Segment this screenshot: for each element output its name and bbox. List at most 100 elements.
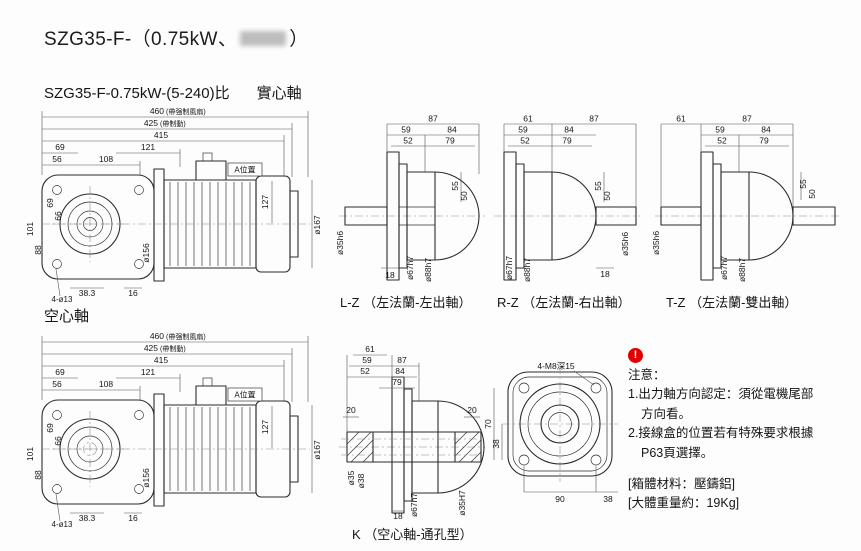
- dim-127: 127: [260, 195, 270, 209]
- lz-shaft-dia: ø35h6: [335, 231, 345, 255]
- a-position-callout: A位置: [227, 162, 263, 177]
- flange-dim-38-left: 38: [491, 439, 501, 449]
- lz-pilot-dia: ø88h7: [423, 258, 433, 282]
- subtitle-shaft-type: 實心軸: [256, 85, 302, 102]
- rz-dim-87: 87: [589, 114, 599, 124]
- k-hollow-shaft: [341, 431, 483, 463]
- dim-66: 66: [53, 436, 63, 446]
- lz-dim-59: 59: [401, 125, 411, 135]
- k-bore-dia: ø35: [346, 470, 356, 485]
- tz-dim-55: 55: [798, 179, 808, 189]
- motor-outline: [42, 152, 310, 282]
- dim-108: 108: [99, 154, 113, 164]
- title-prefix: SZG35-F-（0.75kW、: [44, 29, 238, 50]
- dimension-lines: [41, 336, 313, 522]
- dim-121: 121: [141, 142, 155, 152]
- dim-108: 108: [99, 379, 113, 389]
- dia-167: ø167: [312, 215, 322, 235]
- dim-56: 56: [52, 379, 62, 389]
- dim-69-left: 69: [45, 423, 55, 433]
- dim-69-left: 69: [45, 198, 55, 208]
- dim-38-3: 38.3: [79, 288, 96, 298]
- k-dim-87: 87: [397, 355, 407, 365]
- k-dim-52: 52: [360, 366, 370, 376]
- rz-dim-55: 55: [593, 181, 603, 191]
- caption-view-lz: L-Z （左法蘭-左出軸）: [340, 295, 472, 310]
- rz-body: [494, 151, 640, 281]
- lz-dim-84: 84: [447, 125, 457, 135]
- dim-88: 88: [33, 470, 43, 480]
- rz-dim-79: 79: [562, 136, 572, 146]
- tz-dim-52: 52: [717, 136, 727, 146]
- lz-body: [339, 151, 485, 281]
- tz-body: [655, 151, 841, 281]
- tz-dim-61: 61: [676, 114, 686, 124]
- tz-dim-79: 79: [759, 136, 769, 146]
- gearbox-outline: [41, 174, 155, 280]
- rz-dim-52: 52: [520, 136, 530, 146]
- rz-dim-59: 59: [518, 125, 528, 135]
- dim-body-length: 415: [154, 130, 168, 140]
- notes-heading: 注意：: [628, 368, 666, 382]
- rz-dim-50: 50: [602, 191, 612, 201]
- lz-dim-55: 55: [450, 181, 460, 191]
- k-dim-20-right: 20: [467, 405, 477, 415]
- lz-dim-50: 50: [459, 191, 469, 201]
- k-dimension-lines: [343, 354, 480, 512]
- dim-body-length: 415: [154, 355, 168, 365]
- rz-spigot-dia: ø67h7: [504, 256, 514, 280]
- tz-dim-84: 84: [761, 125, 771, 135]
- flange-dim-70: 70: [483, 419, 493, 429]
- k-bore-tolerance: ø35H7: [457, 490, 467, 516]
- flange-dim-38-bottom: 38: [603, 494, 613, 504]
- k-dim-61: 61: [365, 344, 375, 354]
- note-line-1: 1.出力軸方向認定：須從電機尾部: [628, 387, 814, 402]
- dim-16: 16: [128, 513, 138, 523]
- a-position-callout: A位置: [227, 387, 263, 402]
- rz-dim-18: 18: [600, 269, 610, 279]
- dia-156: ø156: [141, 468, 151, 488]
- dim-brake-length: 425: [144, 118, 158, 128]
- dim-56: 56: [52, 154, 62, 164]
- flange-face-drawing: 4-M8深15 70 38 90 38: [483, 361, 618, 504]
- dim-101: 101: [25, 447, 35, 461]
- dim-total-note: (帶强制風扇): [166, 332, 206, 341]
- caption-view-rz: R-Z （左法蘭-右出軸）: [497, 295, 631, 310]
- k-hub-dia: ø38: [356, 473, 366, 488]
- hollow-shaft-section-label: 空心軸: [44, 308, 90, 325]
- dim-total-length: 460: [150, 331, 164, 341]
- gearbox-outline: [41, 399, 155, 505]
- flange-outline: [502, 366, 618, 482]
- dim-16: 16: [128, 288, 138, 298]
- note-material: [箱體材料：壓鑄鋁]: [628, 476, 735, 491]
- dimension-lines: [41, 111, 313, 297]
- subtitle-model: SZG35-F-0.75kW-(5-240)比: [44, 85, 230, 102]
- lz-spigot-dia: ø67h7: [405, 256, 415, 280]
- holes-callout: 4-ø13: [52, 520, 73, 529]
- note-line-4: P63頁選擇。: [641, 445, 714, 460]
- rz-dim-61: 61: [523, 114, 533, 124]
- flange-dim-90: 90: [555, 494, 565, 504]
- lz-dim-79: 79: [445, 136, 455, 146]
- view-tz-drawing: 61 87 59 84 52 79 55 50 ø35h6 ø67h7 ø88h…: [651, 114, 841, 282]
- k-dim-84: 84: [395, 366, 405, 376]
- k-dim-20-left: 20: [346, 405, 356, 415]
- main-drawing-solid-shaft: A位置 460 (帶强制風扇) 425 (帶制動) 415 69 121 56 …: [25, 106, 322, 304]
- tz-dim-59: 59: [715, 125, 725, 135]
- k-dim-79: 79: [392, 377, 402, 387]
- dim-66: 66: [53, 211, 63, 221]
- dim-121: 121: [141, 367, 155, 377]
- dia-156: ø156: [141, 243, 151, 263]
- title-suffix: ）: [289, 29, 309, 50]
- note-line-2: 方向看。: [641, 406, 692, 421]
- caption-view-k: K （空心軸-通孔型）: [352, 527, 473, 542]
- main-drawing-hollow-shaft: A位置 460 (帶强制風扇) 425 (帶制動) 415 69 121 56 …: [25, 331, 322, 529]
- k-dim-59: 59: [362, 355, 372, 365]
- tz-dim-50: 50: [807, 189, 817, 199]
- dim-brake-length: 425: [144, 343, 158, 353]
- tz-spigot-dia: ø67h7: [719, 256, 729, 280]
- dim-38-3: 38.3: [79, 513, 96, 523]
- lz-dimension-lines: [381, 123, 480, 269]
- tz-pilot-dia: ø88h7: [737, 258, 747, 282]
- note-line-3: 2.接線盒的位置若有特殊要求根據: [628, 426, 814, 441]
